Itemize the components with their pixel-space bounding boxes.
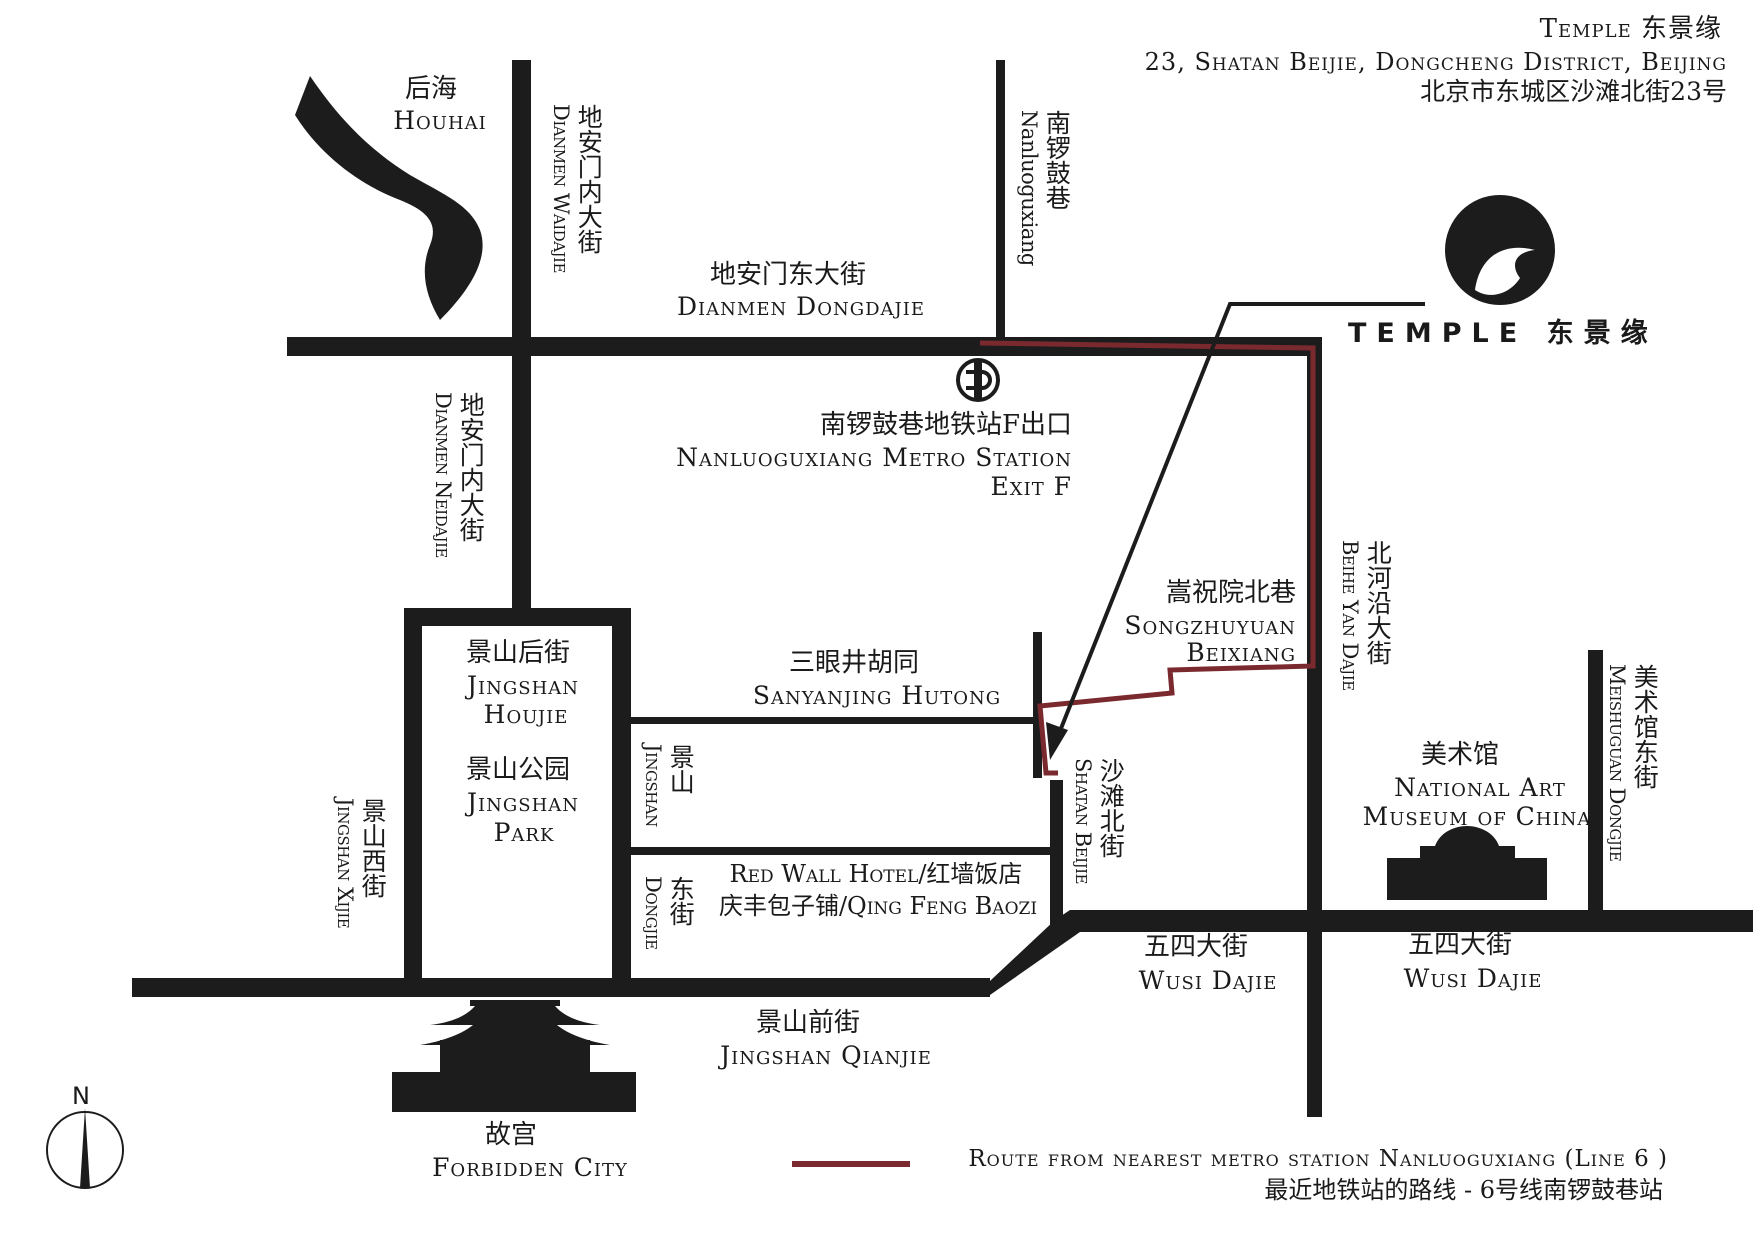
- wusi-dajie-label-en-1: Wusi Dajie: [1138, 966, 1278, 995]
- wusi-dajie-label-zh-1: 五四大街: [1143, 932, 1249, 962]
- road-dianmen-waidajie: [512, 60, 531, 620]
- jingshan-park-outline-right: [612, 608, 631, 988]
- compass-north-label: N: [72, 1082, 90, 1110]
- dianmen-waidajie-label: 地安门内大街 Dianmen Waidajie: [548, 104, 603, 273]
- metro-exit-label: Exit F: [990, 472, 1072, 501]
- palace-silhouette-icon: [392, 1000, 636, 1112]
- museum-label-en-2: Museum of China: [1362, 802, 1592, 831]
- legend-route-english: Route from nearest metro station Nanluog…: [968, 1146, 1668, 1172]
- dianmen-neidajie-label: 地安门内大街 Dianmen Neidajie: [430, 392, 485, 558]
- shatan-beijie-label-zh: 沙滩北街: [1096, 758, 1126, 858]
- nanluoguxiang-label-zh: 南锣鼓巷: [1042, 110, 1072, 210]
- beijing-subway-logo-icon: [956, 358, 1000, 402]
- dongjie-label-en: Dongjie: [641, 876, 666, 950]
- wusi-dajie-label-en-2: Wusi Dajie: [1403, 964, 1543, 993]
- houhai-label-en: Houhai: [393, 106, 487, 135]
- dianmen-neidajie-label-en: Dianmen Neidajie: [431, 392, 456, 558]
- dianmen-dongdajie-label-en: Dianmen Dongdajie: [677, 292, 925, 321]
- road-redwall-lane: [630, 847, 1060, 855]
- beiheyan-dajie-label-zh: 北河沿大街: [1363, 540, 1393, 665]
- meishuguan-dongjie-label-zh: 美术馆东街: [1630, 664, 1660, 789]
- dianmen-waidajie-label-zh: 地安门内大街: [574, 104, 604, 254]
- dianmen-waidajie-label-en: Dianmen Waidajie: [549, 104, 574, 273]
- qing-feng-baozi-label: 庆丰包子铺/Qing Feng Baozi: [718, 892, 1038, 920]
- jingshan-park-outline-left: [404, 608, 422, 988]
- metro-station-label-en: Nanluoguxiang Metro Station: [676, 443, 1072, 472]
- road-sanyanjing-hutong: [630, 717, 1036, 724]
- dianmen-neidajie-label-zh: 地安门内大街: [456, 392, 486, 542]
- beiheyan-dajie-label-en: Beihe Yan Dajie: [1338, 540, 1363, 691]
- address-english: 23, Shatan Beijie, Dongcheng District, B…: [1144, 48, 1727, 76]
- walking-arrowhead-icon: [1046, 722, 1068, 760]
- jingshan-xijie-label: 景山西街 Jingshan Xijie: [332, 798, 387, 928]
- beiheyan-dajie-label: 北河沿大街 Beihe Yan Dajie: [1337, 540, 1392, 691]
- songzhuyuan-label-en-2: Beixiang: [1186, 638, 1296, 667]
- brand-title: Temple 东景缘: [1539, 14, 1722, 44]
- nanluoguxiang-label: 南锣鼓巷 Nanluoguxiang: [1016, 110, 1071, 266]
- jingshan-label-zh: 景山: [666, 744, 696, 794]
- wusi-dajie-label-zh-2: 五四大街: [1407, 930, 1513, 960]
- jingshan-park-label-en-1: Jingshan: [466, 788, 580, 817]
- road-wusi-dajie: [975, 910, 1753, 995]
- songzhuyuan-label-en-1: Songzhuyuan: [1124, 611, 1296, 640]
- sanyanjing-label-zh: 三眼井胡同: [788, 648, 920, 678]
- jingshan-label-en: Jingshan: [641, 744, 666, 827]
- jingshan-park-label-en-2: Park: [493, 818, 555, 847]
- museum-label-zh: 美术馆: [1420, 740, 1500, 770]
- houhai-lake-shape: [295, 76, 483, 320]
- nanluoguxiang-label-en: Nanluoguxiang: [1017, 110, 1042, 266]
- metro-station-label-zh: 南锣鼓巷地铁站F出口: [819, 410, 1072, 440]
- legend-route-chinese: 最近地铁站的路线 - 6号线南锣鼓巷站: [1264, 1176, 1663, 1204]
- legend-route-swatch: [792, 1161, 910, 1167]
- route-line: [979, 340, 1316, 776]
- jingshan-houjie-label-zh: 景山后街: [465, 638, 571, 668]
- jingshan-xijie-label-zh: 景山西街: [358, 798, 388, 898]
- jingshan-park-outline-top: [404, 608, 631, 626]
- road-nanluoguxiang: [996, 60, 1005, 350]
- jingshan-qianjie-label-zh: 景山前街: [755, 1008, 861, 1038]
- forbidden-city-label-en: Forbidden City: [432, 1153, 628, 1182]
- jingshan-dongjie-label-top: 景山 Jingshan: [640, 744, 695, 827]
- shatan-beijie-label-en: Shatan Beijie: [1071, 758, 1096, 884]
- houhai-label-zh: 后海: [404, 74, 458, 104]
- jingshan-qianjie-label-en: Jingshan Qianjie: [720, 1041, 932, 1070]
- temple-circle-logo-icon: [1445, 195, 1555, 305]
- walking-arrow-line: [1056, 302, 1425, 737]
- dongjie-label-zh: 东街: [666, 876, 696, 926]
- red-wall-hotel-label: Red Wall Hotel/红墙饭店: [729, 860, 1023, 888]
- jingshan-dongjie-label-bottom: 东街 Dongjie: [640, 876, 695, 950]
- sanyanjing-label-en: Sanyanjing Hutong: [752, 681, 1002, 710]
- dianmen-dongdajie-label-zh: 地安门东大街: [709, 260, 867, 290]
- meishuguan-dongjie-label: 美术馆东街 Meishuguan Dongjie: [1604, 664, 1659, 861]
- north-compass-icon: [46, 1108, 124, 1189]
- meishuguan-dongjie-label-en: Meishuguan Dongjie: [1605, 664, 1630, 862]
- road-jingshan-qianjie: [132, 978, 990, 997]
- jingshan-park-label-zh: 景山公园: [465, 755, 571, 785]
- museum-silhouette-icon: [1387, 826, 1547, 900]
- forbidden-city-label-zh: 故宫: [484, 1120, 538, 1150]
- address-chinese: 北京市东城区沙滩北街23号: [1420, 77, 1727, 106]
- jingshan-houjie-label-en-2: Houjie: [483, 700, 569, 729]
- shatan-beijie-label: 沙滩北街 Shatan Beijie: [1070, 758, 1125, 884]
- road-meishuguan-dongjie: [1588, 650, 1603, 920]
- jingshan-xijie-label-en: Jingshan Xijie: [333, 798, 358, 929]
- songzhuyuan-label-zh: 嵩祝院北巷: [1165, 578, 1296, 608]
- temple-wordmark: TEMPLE 东景缘: [1348, 318, 1658, 349]
- jingshan-houjie-label-en-1: Jingshan: [466, 671, 580, 700]
- museum-label-en-1: National Art: [1394, 773, 1566, 802]
